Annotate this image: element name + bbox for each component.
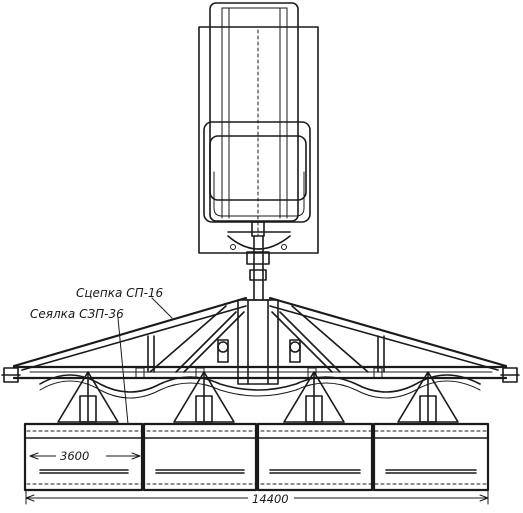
tractor-body xyxy=(198,26,319,254)
leader-lines xyxy=(117,297,173,425)
seeder-4 xyxy=(372,422,490,492)
hitch-label: Сцепка СП-16 xyxy=(76,286,164,300)
tractor xyxy=(198,2,319,254)
seeders xyxy=(23,422,490,492)
seeder-3 xyxy=(256,422,374,492)
tractor-frame xyxy=(209,2,299,222)
hydraulic-cylinder-left xyxy=(217,339,229,363)
hitch-center-block xyxy=(237,299,279,385)
rear-linkage xyxy=(227,235,291,250)
seeder-attachments xyxy=(57,371,459,423)
seeder-2 xyxy=(142,422,258,492)
seeder-label: Сеялка СЗП-36 xyxy=(30,307,124,321)
drawbar xyxy=(245,235,271,301)
tractor-cab xyxy=(203,121,311,223)
seeder-1 xyxy=(23,422,144,492)
hitch-frame xyxy=(1,296,520,399)
hydraulic-cylinder-right xyxy=(289,339,301,363)
hitch-eye xyxy=(251,221,265,237)
seeder-width-dimension: 3600 xyxy=(60,449,89,463)
total-width-dimension: 14400 xyxy=(252,492,289,506)
